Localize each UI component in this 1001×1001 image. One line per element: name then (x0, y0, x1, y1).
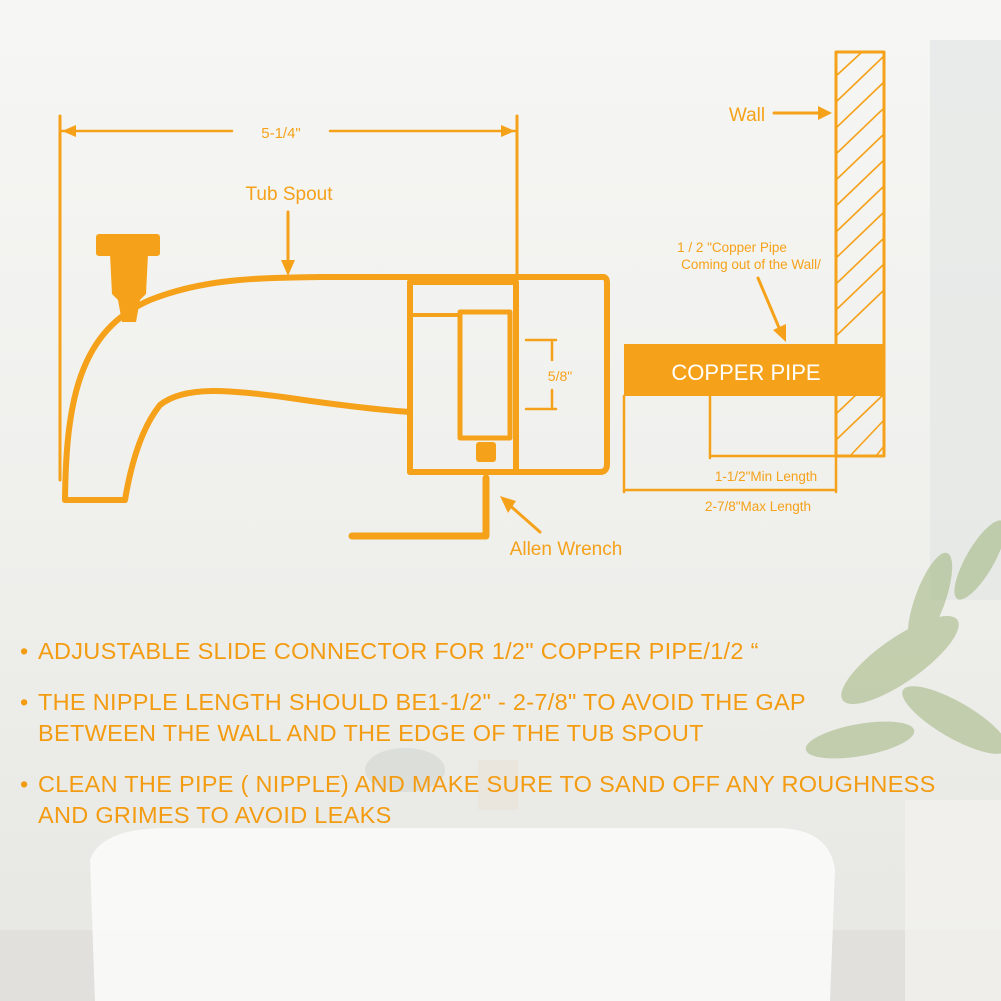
note-text: THE NIPPLE LENGTH SHOULD BE1-1/2" - 2-7/… (38, 689, 806, 746)
bullet-marker: • (20, 689, 29, 715)
note-item: • THE NIPPLE LENGTH SHOULD BE1-1/2" - 2-… (20, 687, 995, 749)
allen-wrench-label: Allen Wrench (510, 539, 623, 560)
min-length-label: 1-1/2"Min Length (715, 469, 817, 484)
copper-pipe-label: COPPER PIPE (671, 360, 820, 385)
bullet-marker: • (20, 771, 29, 797)
installation-notes: • ADJUSTABLE SLIDE CONNECTOR FOR 1/2" CO… (20, 636, 995, 851)
copper-pipe-note-line1: 1 / 2 "Copper Pipe (677, 240, 787, 255)
note-text: CLEAN THE PIPE ( NIPPLE) AND MAKE SURE T… (38, 771, 936, 828)
copper-pipe-note-line2: Coming out of the Wall/ (681, 257, 821, 272)
dimension-5-1-4 (58, 114, 519, 482)
copper-pipe-note-pointer (756, 276, 786, 342)
dimension-5-8 (524, 338, 558, 411)
note-text: ADJUSTABLE SLIDE CONNECTOR FOR 1/2" COPP… (38, 638, 759, 664)
tub-spout-label: Tub Spout (246, 184, 334, 205)
tub-spout-pointer (281, 210, 295, 276)
tub-spout-body (62, 274, 610, 503)
note-item: • CLEAN THE PIPE ( NIPPLE) AND MAKE SURE… (20, 769, 995, 831)
copper-pipe (622, 344, 884, 494)
dimension-5-8-label: 5/8" (548, 368, 572, 384)
wall-hatched (772, 50, 886, 458)
wall-label: Wall (729, 105, 765, 126)
allen-wrench (348, 442, 542, 540)
max-length-label: 2-7/8"Max Length (705, 499, 811, 514)
note-item: • ADJUSTABLE SLIDE CONNECTOR FOR 1/2" CO… (20, 636, 995, 667)
bullet-marker: • (20, 638, 29, 664)
dimension-5-1-4-label: 5-1/4" (261, 125, 301, 142)
